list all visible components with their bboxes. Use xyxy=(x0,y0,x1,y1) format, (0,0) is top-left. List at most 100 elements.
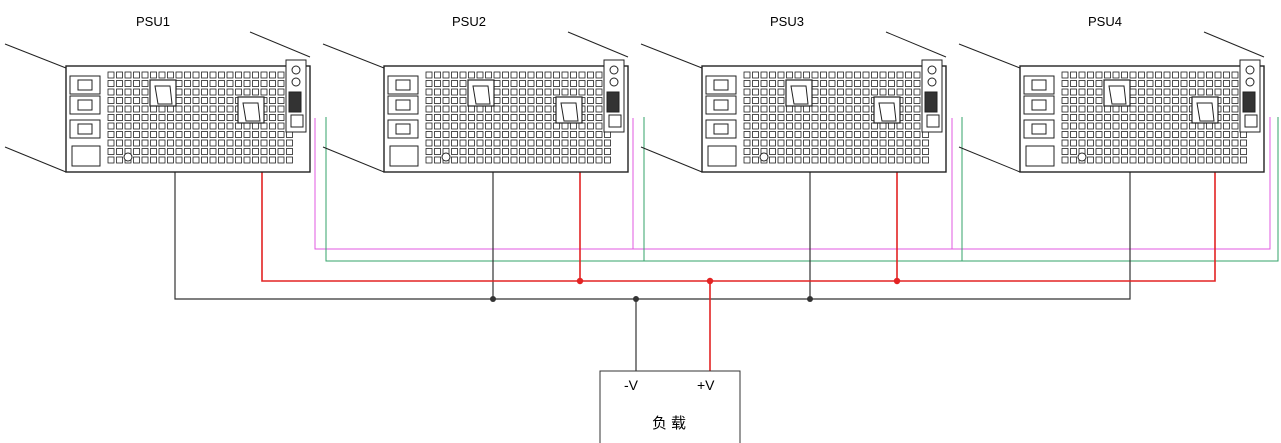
psu-vent-hole xyxy=(862,122,870,130)
psu-vent-hole xyxy=(442,114,450,121)
psu-vent-hole xyxy=(459,88,467,96)
psu-vent-hole xyxy=(803,148,810,155)
psu-ac-input-connectors xyxy=(705,75,737,167)
psu-vent-hole xyxy=(1078,105,1086,113)
psu-vent-hole xyxy=(124,122,132,130)
psu-fuse-holder xyxy=(389,145,419,167)
psu-vent-hole xyxy=(150,156,157,164)
psu-vent-hole xyxy=(468,131,475,138)
psu-vent-hole xyxy=(493,156,501,164)
psu-vent-hole xyxy=(141,139,149,147)
psu-vent-grid xyxy=(743,71,929,164)
psu-vent-hole xyxy=(1087,156,1094,164)
psu-vent-hole xyxy=(1197,80,1205,87)
psu-trim-pot xyxy=(1245,77,1255,87)
psu-vent-hole xyxy=(116,80,123,87)
psu-vent-hole xyxy=(192,131,200,138)
psu-vent-hole xyxy=(1155,122,1162,130)
psu-vent-hole xyxy=(862,114,870,121)
psu-vent-hole xyxy=(150,139,157,147)
psu-vent-hole xyxy=(442,122,450,130)
psu-vent-hole xyxy=(243,148,251,155)
psu-vent-hole xyxy=(1112,114,1120,121)
psu-vent-hole xyxy=(252,131,259,138)
psu-vent-hole xyxy=(1061,71,1069,79)
psu-vent-hole xyxy=(888,139,895,147)
psu-vent-hole xyxy=(544,114,552,121)
psu-vent-hole xyxy=(1180,97,1188,104)
psu-vent-hole xyxy=(209,156,217,164)
psu-vent-hole xyxy=(1121,139,1128,147)
psu-vent-hole xyxy=(425,97,433,104)
psu-connector-socket xyxy=(1031,99,1047,111)
psu-vent-hole xyxy=(1095,148,1103,155)
psu-vent-hole xyxy=(752,88,759,96)
psu-vent-hole xyxy=(769,122,776,130)
psu-vent-hole xyxy=(913,131,921,138)
psu-vent-hole xyxy=(879,139,887,147)
psu-vent-hole xyxy=(493,131,501,138)
psu-vent-hole xyxy=(888,71,895,79)
psu-vent-hole xyxy=(167,148,174,155)
psu-vent-hole xyxy=(201,139,208,147)
psu-vent-hole xyxy=(124,114,132,121)
psu-vent-hole xyxy=(124,97,132,104)
psu-vent-hole xyxy=(752,80,759,87)
psu-fuse-holder xyxy=(707,145,737,167)
psu-vent-hole xyxy=(777,97,785,104)
psu-vent-hole xyxy=(519,88,526,96)
psu-vent-hole xyxy=(828,131,836,138)
psu-vent-hole xyxy=(803,71,810,79)
psu-chassis-edge xyxy=(958,43,1021,69)
psu-vent-hole xyxy=(743,131,751,138)
psu-vent-hole xyxy=(777,139,785,147)
psu-vent-hole xyxy=(1061,156,1069,164)
psu-vent-hole xyxy=(459,71,467,79)
psu-chassis-edge xyxy=(1203,31,1265,58)
psu-vent-hole xyxy=(167,71,174,79)
psu-connector-socket xyxy=(1031,123,1047,135)
psu-vent-hole xyxy=(133,139,140,147)
psu-vent-hole xyxy=(896,156,904,164)
psu-vent-hole xyxy=(828,148,836,155)
psu-vent-hole xyxy=(527,156,535,164)
psu-vent-hole xyxy=(888,156,895,164)
psu-vent-hole xyxy=(269,88,276,96)
psu-vent-hole xyxy=(1163,71,1171,79)
psu-vent-hole xyxy=(468,71,475,79)
psu-vent-hole xyxy=(1155,148,1162,155)
psu-vent-hole xyxy=(226,156,234,164)
psu-vent-hole xyxy=(905,122,912,130)
junction-dot xyxy=(576,277,584,285)
psu-vent-hole xyxy=(201,114,208,121)
psu-vent-hole xyxy=(879,71,887,79)
psu-vent-hole xyxy=(235,80,242,87)
psu-vent-hole xyxy=(896,88,904,96)
psu-vent-hole xyxy=(201,71,208,79)
psu-vent-hole xyxy=(811,156,819,164)
psu-vent-hole xyxy=(1138,80,1145,87)
psu-vent-hole xyxy=(854,139,861,147)
psu-vent-hole xyxy=(116,139,123,147)
psu-vent-hole xyxy=(158,71,166,79)
psu-vent-hole xyxy=(116,114,123,121)
psu-vent-hole xyxy=(502,88,509,96)
psu-vent-hole xyxy=(158,131,166,138)
psu-vent-hole xyxy=(1214,88,1222,96)
psu-vent-hole xyxy=(1070,97,1077,104)
psu-vent-hole xyxy=(260,156,268,164)
psu-vent-hole xyxy=(587,105,594,113)
psu-vent-hole xyxy=(1163,139,1171,147)
psu-vent-hole xyxy=(519,97,526,104)
psu-vent-hole xyxy=(459,114,467,121)
psu-vent-hole xyxy=(485,122,492,130)
psu-vent-hole xyxy=(1180,131,1188,138)
psu-vent-hole xyxy=(201,80,208,87)
psu-vent-hole xyxy=(811,114,819,121)
psu-vent-hole xyxy=(854,114,861,121)
psu-vent-hole xyxy=(260,71,268,79)
psu-vent-hole xyxy=(184,88,191,96)
psu-ac-input-connectors xyxy=(1023,75,1055,167)
psu-vent-hole xyxy=(1223,114,1230,121)
